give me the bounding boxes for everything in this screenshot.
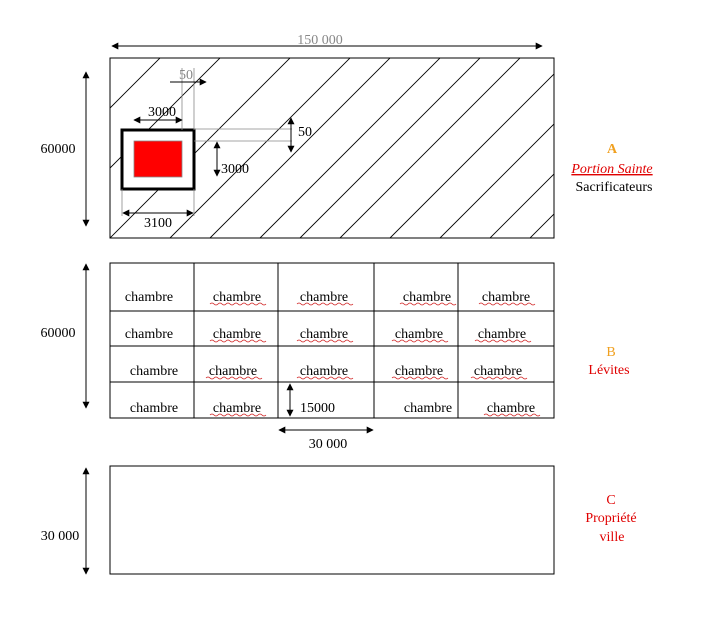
section-b-letter: B [606,345,615,360]
room-cell: chambre [395,327,443,342]
room-width-label: 30 000 [309,437,348,452]
room-cell: chambre [209,364,257,379]
room-cell: chambre [395,364,443,379]
sanctuary-red-block [133,140,183,178]
room-row: chambre chambre chambre chambre chambre [125,327,526,342]
room-cell: chambre [482,290,530,305]
room-cell: chambre [300,327,348,342]
room-cell: chambre [300,364,348,379]
room-cell: chambre [213,290,261,305]
section-b-name: Lévites [588,363,629,378]
room-cell: chambre [130,401,178,416]
section-c-line1: Propriété [585,511,636,526]
room-row: chambre chambre chambre chambre [130,401,535,416]
rooms-grid [109,262,555,419]
room-cell: chambre [125,327,173,342]
room-cell: chambre [404,401,452,416]
room-cell: chambre [213,327,261,342]
room-cell: chambre [487,401,535,416]
room-cell: chambre [474,364,522,379]
section-a-name: Portion Sainte [570,162,652,177]
dim-50-top-label: 50 [179,68,193,83]
row-height-label: 15000 [300,401,335,416]
room-cell: chambre [125,290,173,305]
section-b-height-label: 60000 [41,326,76,341]
sanctuary-square [120,128,196,191]
section-c-border [109,465,555,575]
room-cell: chambre [403,290,451,305]
dim-50-right-label: 50 [298,125,312,140]
room-cell: chambre [478,327,526,342]
section-c-letter: C [606,493,615,508]
dim-3000-width-label: 3000 [148,105,176,120]
room-row: chambre chambre chambre chambre chambre [130,364,522,379]
section-a-hatching [110,58,554,238]
dim-3100-label: 3100 [144,216,172,231]
room-cell: chambre [300,290,348,305]
section-c-line2: ville [600,530,625,545]
spellcheck-squiggles [205,302,541,417]
section-a-height-label: 60000 [41,142,76,157]
room-row: chambre chambre chambre chambre chambre [125,290,530,305]
top-dimension-label: 150 000 [297,33,343,48]
dim-3000-height-label: 3000 [221,162,249,177]
section-a-subtitle: Sacrificateurs [576,180,653,195]
room-cell: chambre [213,401,261,416]
section-a-border [109,57,555,239]
section-a-letter: A [607,142,618,157]
room-cell: chambre [130,364,178,379]
section-c-height-label: 30 000 [41,529,80,544]
